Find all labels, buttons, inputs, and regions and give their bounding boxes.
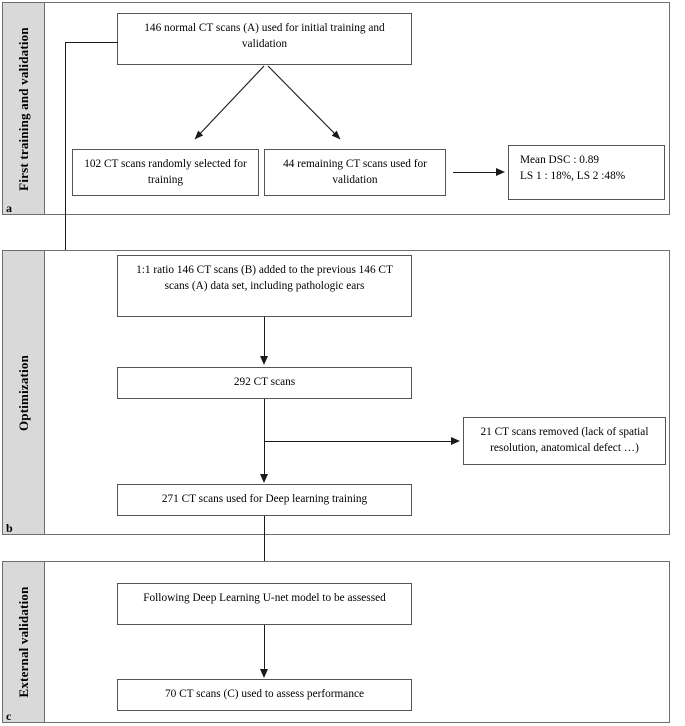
feedback-connector-vertical (65, 42, 66, 282)
node-validation-split-text: 44 remaining CT scans used for validatio… (283, 158, 427, 187)
node-ratio-dataset: 1:1 ratio 146 CT scans (B) added to the … (117, 255, 412, 317)
section-a-label: First training and validation (15, 26, 31, 191)
arrowhead-ratio-to-total (260, 356, 268, 365)
arrowhead-branch-to-removed (451, 436, 460, 445)
result-ls-values: LS 1 : 18%, LS 2 :48% (520, 170, 626, 183)
connector-training-to-external (264, 516, 265, 583)
section-b-label: Optimization (15, 354, 31, 431)
node-validation-split: 44 remaining CT scans used for validatio… (264, 149, 446, 196)
node-removed-scans: 21 CT scans removed (lack of spatial res… (463, 417, 666, 465)
node-unet-model-text: Following Deep Learning U-net model to b… (143, 592, 386, 604)
connector-unet-to-performance (264, 625, 265, 672)
connector-branch-to-removed (264, 441, 452, 442)
node-total-scans: 292 CT scans (117, 367, 412, 399)
node-assess-performance: 70 CT scans (C) used to assess performan… (117, 679, 412, 711)
feedback-connector-top (65, 42, 118, 43)
panel-letter-a: a (6, 201, 12, 215)
node-training-split-text: 102 CT scans randomly selected for train… (84, 158, 247, 187)
connector-total-to-training (264, 399, 265, 477)
node-initial-dataset-text: 146 normal CT scans (A) used for initial… (144, 22, 385, 51)
node-first-results-text: Mean DSC : 0.89 LS 1 : 18%, LS 2 :48% (520, 152, 656, 185)
node-deep-learning-training-text: 271 CT scans used for Deep learning trai… (161, 493, 368, 505)
node-first-results: Mean DSC : 0.89 LS 1 : 18%, LS 2 :48% (508, 145, 665, 200)
arrowhead-total-to-training (260, 474, 268, 483)
section-c-sidebar: External validation c (3, 562, 45, 722)
section-a-sidebar: First training and validation a (3, 3, 45, 214)
node-unet-model: Following Deep Learning U-net model to b… (117, 583, 412, 625)
panel-letter-c: c (6, 709, 12, 723)
node-total-scans-text: 292 CT scans (233, 376, 296, 388)
node-deep-learning-training: 271 CT scans used for Deep learning trai… (117, 484, 412, 516)
section-c-label: External validation (15, 586, 31, 698)
node-training-split: 102 CT scans randomly selected for train… (72, 149, 259, 196)
arrowhead-unet-to-performance (260, 669, 268, 678)
node-ratio-dataset-text: 1:1 ratio 146 CT scans (B) added to the … (136, 264, 393, 293)
arrowhead-validation-to-results (496, 167, 505, 176)
node-initial-dataset: 146 normal CT scans (A) used for initial… (117, 13, 412, 65)
node-removed-scans-text: 21 CT scans removed (lack of spatial res… (480, 426, 649, 455)
node-assess-performance-text: 70 CT scans (C) used to assess performan… (164, 688, 364, 700)
connector-ratio-to-total (264, 317, 265, 359)
connector-validation-to-results (453, 172, 497, 173)
result-mean-dsc: Mean DSC : 0.89 (520, 154, 600, 166)
section-b-sidebar: Optimization b (3, 251, 45, 534)
panel-letter-b: b (6, 521, 13, 535)
